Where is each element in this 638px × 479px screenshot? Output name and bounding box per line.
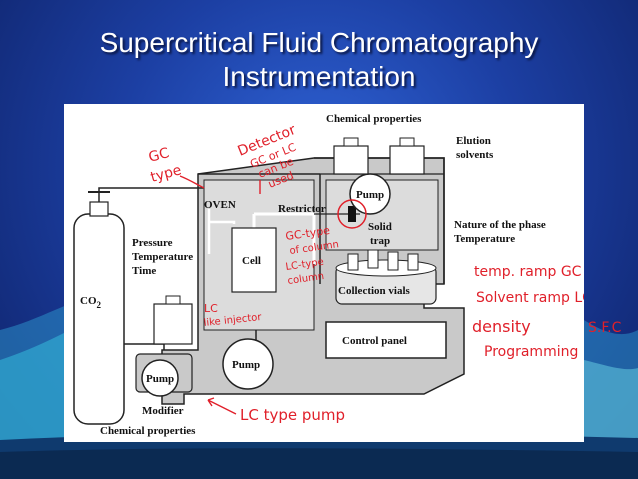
note-lc-column: column xyxy=(287,271,325,287)
label-temperature-left: Temperature xyxy=(132,251,193,263)
label-trap: trap xyxy=(370,235,390,247)
label-time: Time xyxy=(132,265,156,277)
label-chemical-properties-bottom: Chemical properties xyxy=(100,425,196,437)
modifier-bottle xyxy=(153,303,193,345)
label-solid: Solid xyxy=(368,221,392,233)
handwritten-annotations: Detector GC or LC can be used GC type GC… xyxy=(147,122,592,424)
note-gc: GC xyxy=(147,145,171,166)
pump-middle xyxy=(222,338,274,390)
note-solvent-ramp: Solvent ramp LC xyxy=(476,290,584,306)
slide-title-line-1: Supercritical Fluid Chromatography xyxy=(99,27,539,58)
note-density: density xyxy=(472,317,531,336)
note-sfc: S.F.C xyxy=(588,320,622,336)
label-cell: Cell xyxy=(242,255,261,267)
label-pump-bottom: Pump xyxy=(146,373,174,385)
note-type: type xyxy=(149,162,183,186)
slide-title-line-2: Instrumentation xyxy=(222,61,416,92)
label-control-panel: Control panel xyxy=(342,335,407,347)
label-pump-middle: Pump xyxy=(232,359,260,371)
label-co2: CO2 xyxy=(80,295,102,310)
label-elution: Elution xyxy=(456,135,491,147)
instrument-diagram: Chemical properties Elution solvents OVE… xyxy=(73,113,592,437)
label-pressure: Pressure xyxy=(132,237,173,249)
pump-bottom xyxy=(141,359,179,397)
note-lc-type-pump: LC type pump xyxy=(240,406,345,424)
label-nature-phase: Nature of the phase xyxy=(454,219,546,231)
label-collection-vials: Collection vials xyxy=(338,285,411,297)
control-panel xyxy=(325,321,447,359)
note-gc-type-column: GC-type xyxy=(285,224,331,243)
label-modifier: Modifier xyxy=(142,405,184,417)
label-restrictor: Restrictor xyxy=(278,203,326,215)
label-temperature-right: Temperature xyxy=(454,233,515,245)
solvent-bottle-1 xyxy=(333,145,369,175)
note-programming: Programming xyxy=(484,344,578,360)
pump-top xyxy=(349,173,391,215)
label-chemical-properties-top: Chemical properties xyxy=(326,113,422,125)
note-lc-type: LC-type xyxy=(285,257,325,273)
co2-cylinder xyxy=(73,213,125,425)
sfc-instrument-figure: Chemical properties Elution solvents OVE… xyxy=(64,104,592,442)
note-temp-ramp: temp. ramp GC xyxy=(474,264,582,280)
note-lc: LC xyxy=(204,302,218,315)
solvent-bottle-2 xyxy=(389,145,425,175)
label-solvents: solvents xyxy=(456,149,494,161)
label-pump-top: Pump xyxy=(356,189,384,201)
label-oven: OVEN xyxy=(204,199,236,211)
cell-detector xyxy=(231,227,277,293)
